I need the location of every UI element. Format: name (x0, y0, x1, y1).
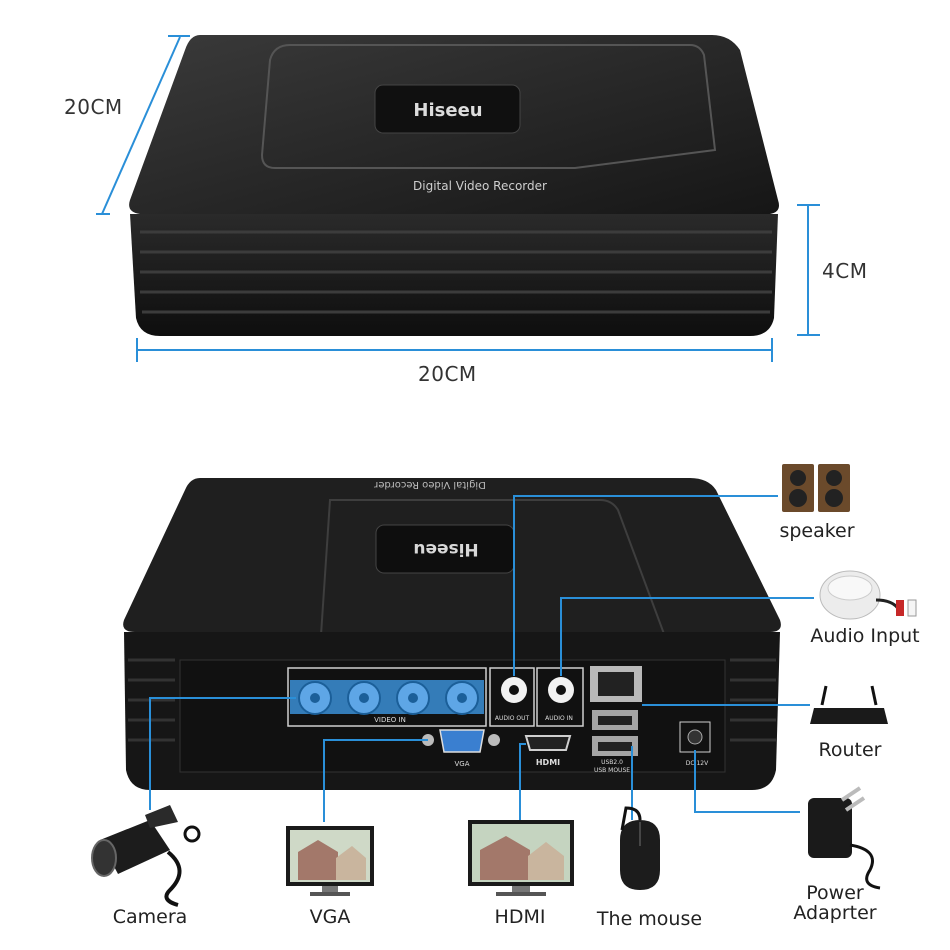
hdmi-monitor-icon (468, 820, 574, 896)
width-dimension-label: 20CM (418, 362, 477, 386)
device-model-text: Digital Video Recorder (413, 179, 547, 193)
speaker-line (513, 495, 778, 676)
video-in-port-label: VIDEO IN (374, 716, 406, 724)
depth-dim-line (101, 36, 181, 215)
mouse-label: The mouse (596, 908, 703, 930)
power-adapter-icon (808, 786, 881, 890)
height-dimension-label: 4CM (822, 259, 868, 283)
router-label: Router (818, 739, 882, 761)
vga-monitor-icon (286, 826, 374, 896)
hdmi-label: HDMI (494, 906, 546, 928)
audio-pickup-icon (819, 570, 917, 620)
depth-dimension-label: 20CM (64, 95, 123, 119)
brand-badge (374, 84, 521, 134)
vga-line (323, 739, 428, 822)
power-label-line1: Power (806, 882, 864, 904)
vga-port (439, 729, 485, 753)
device-front-face (130, 214, 778, 336)
vga-port-label: VGA (454, 760, 469, 768)
hdmi-line (519, 743, 526, 822)
brand-logo-text: Hiseeu (413, 100, 482, 121)
speaker-label: speaker (779, 520, 855, 542)
front-vents (140, 230, 772, 314)
router-icon (810, 685, 888, 724)
camera-icon (91, 805, 201, 907)
device-top-panel (260, 44, 717, 169)
camera-line (149, 697, 296, 810)
audio-out-port (489, 667, 535, 727)
usb-mouse-port-label: USB MOUSE (594, 767, 630, 774)
rear-device-illustration: Hiseeu Digital Video Recorder VIDEO IN A… (91, 464, 917, 907)
vga-label: VGA (309, 906, 351, 928)
hdmi-port-label: HDMI (536, 758, 560, 767)
audio-in-port-label: AUDIO IN (545, 715, 573, 722)
audio-input-line (560, 597, 814, 676)
rear-brand-text: Hiseeu (413, 539, 478, 559)
rear-model-text: Digital Video Recorder (373, 479, 486, 490)
dc-port-label: DC 12V (686, 760, 709, 767)
speaker-icon (782, 464, 850, 512)
top-device-illustration: Hiseeu Digital Video Recorder (96, 35, 820, 362)
audio-out-port-label: AUDIO OUT (495, 715, 530, 722)
audio-input-label: Audio Input (810, 625, 920, 647)
camera-label: Camera (112, 906, 188, 928)
hdmi-port (524, 735, 572, 751)
power-line (694, 750, 800, 813)
usb-port-label: USB2.0 (601, 759, 623, 766)
power-label-line2: Adaprter (793, 902, 877, 924)
mouse-icon (620, 806, 660, 890)
